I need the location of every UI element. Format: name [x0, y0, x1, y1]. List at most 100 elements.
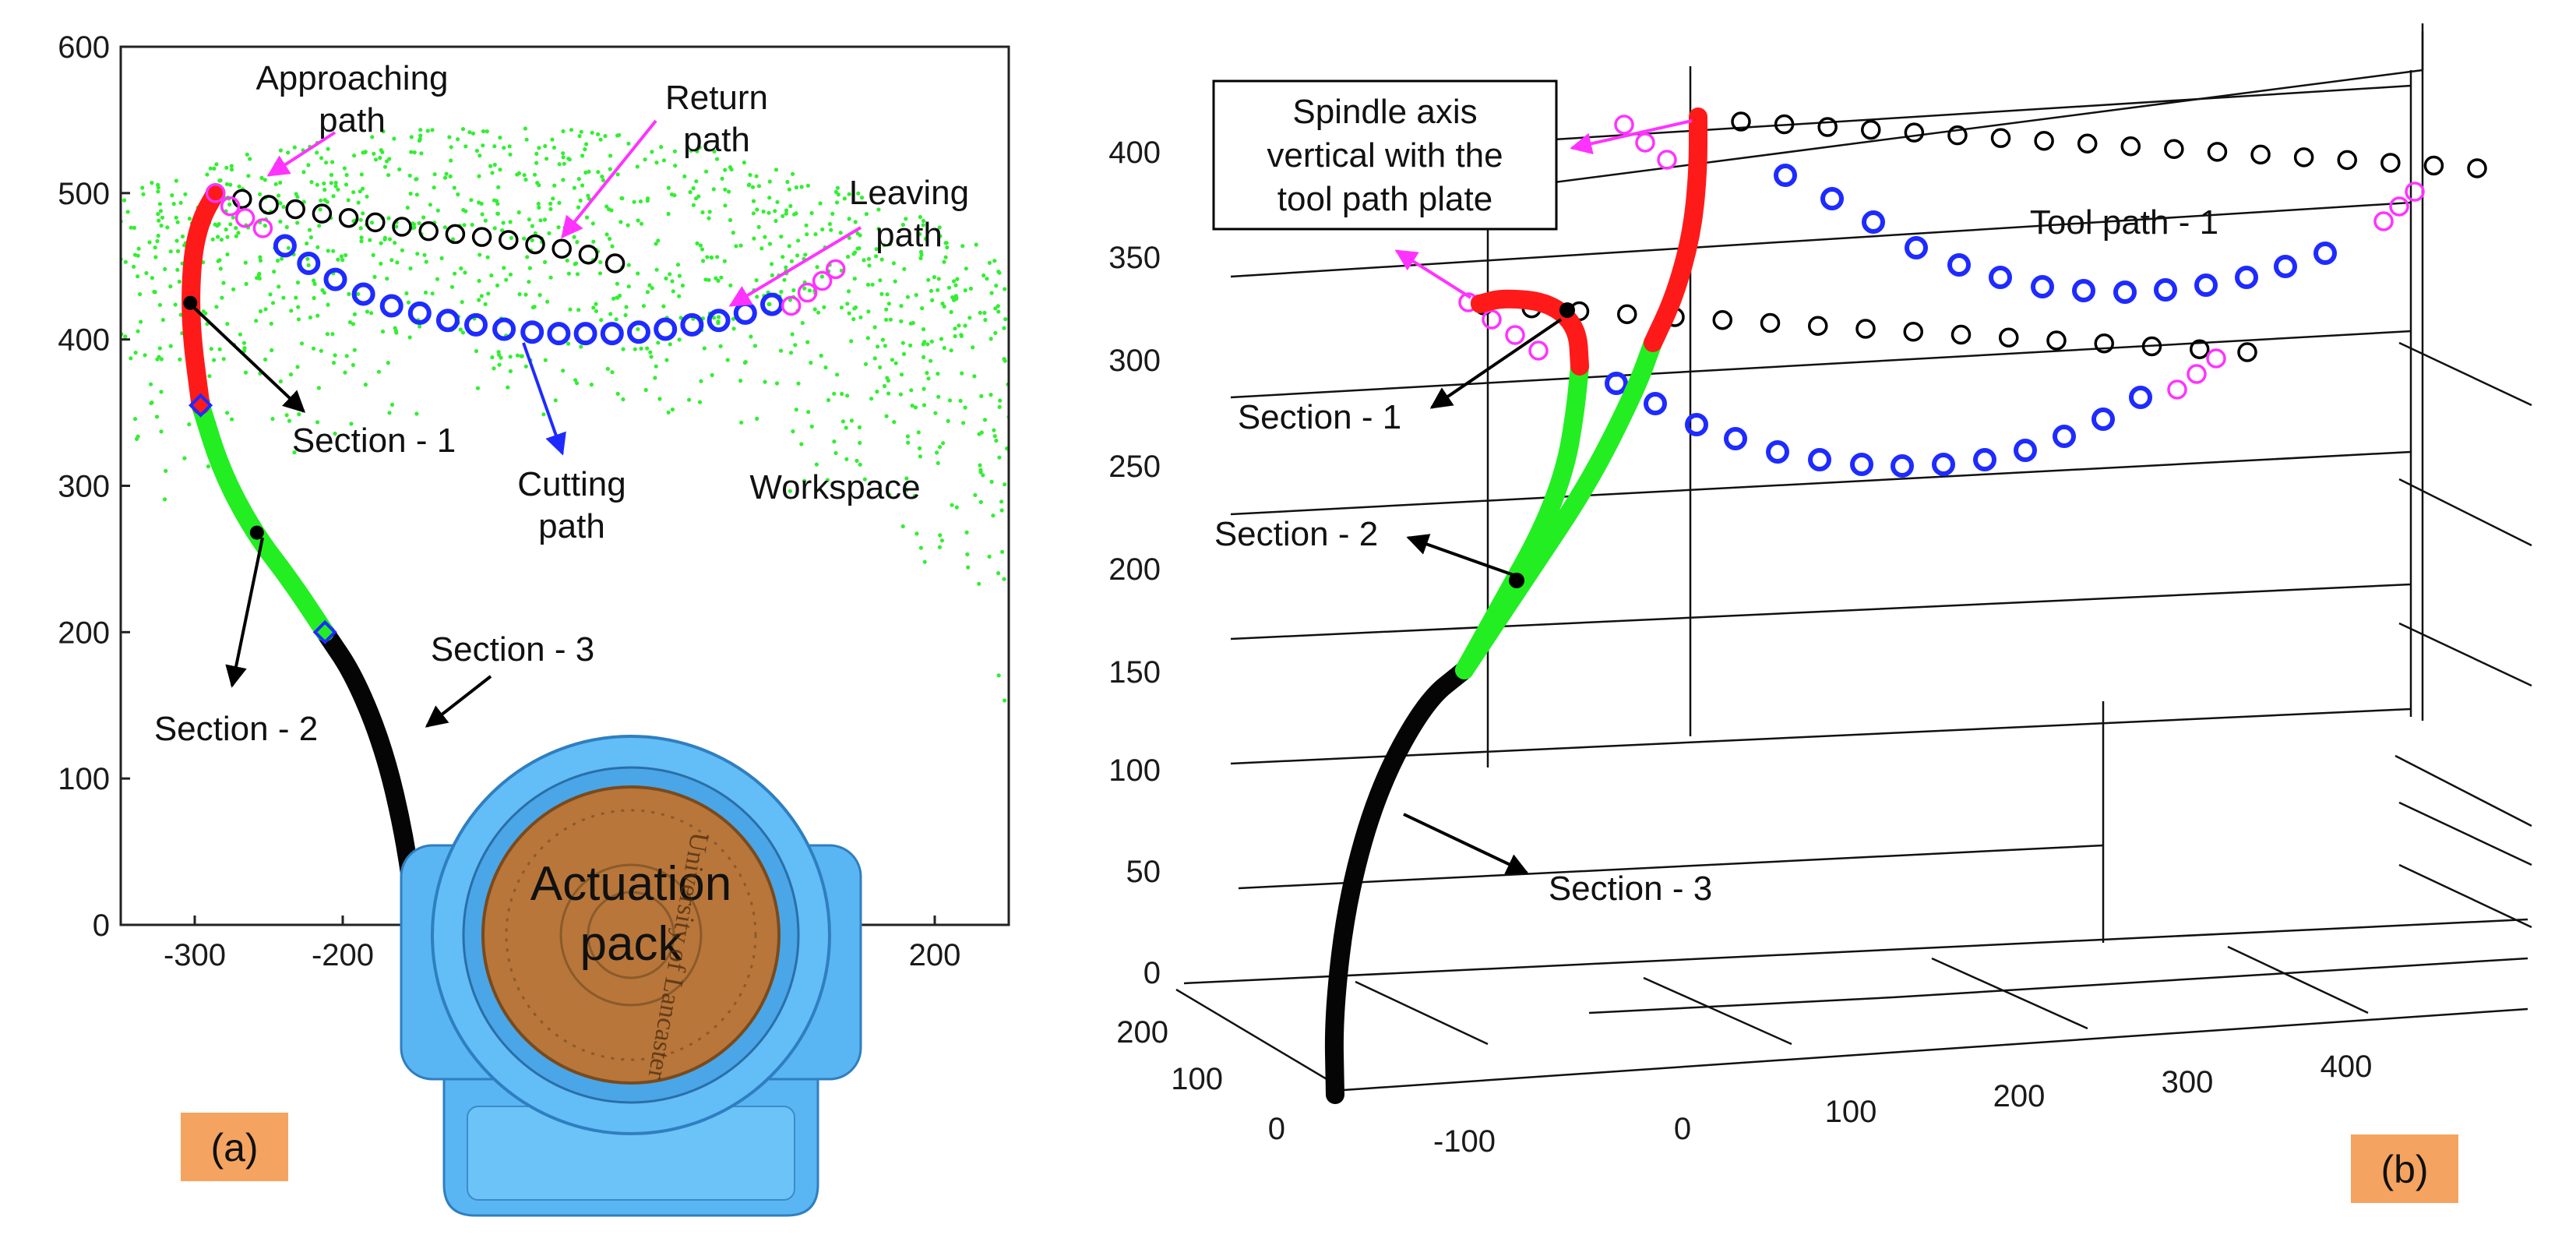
workspace-point: [689, 148, 693, 153]
workspace-point: [862, 477, 867, 482]
workspace-point: [964, 530, 969, 535]
workspace-point: [802, 286, 807, 291]
cutting-point: [573, 322, 597, 346]
workspace-point: [1334, 725, 1338, 729]
workspace-point: [508, 369, 513, 373]
workspace-point: [880, 337, 885, 342]
workspace-point: [1098, 528, 1102, 532]
return_path-point: [365, 212, 386, 233]
workspace-point: [707, 216, 711, 221]
section-2-arrow: [1406, 534, 1514, 577]
workspace-point: [168, 249, 173, 254]
workspace-point: [791, 429, 795, 434]
workspace-point: [1120, 379, 1124, 383]
workspace-point: [1059, 766, 1062, 770]
workspace-point: [1172, 444, 1175, 448]
workspace-point: [698, 243, 703, 248]
workspace-point: [1326, 648, 1330, 652]
workspace-point: [97, 376, 100, 379]
workspace-point: [1057, 387, 1061, 391]
workspace-point: [1080, 751, 1084, 755]
workspace-point: [90, 283, 94, 287]
workspace-point: [0, 260, 2, 264]
workspace-point: [0, 347, 3, 351]
workspace-point: [1305, 735, 1309, 739]
workspace-point: [79, 446, 83, 450]
workspace-point: [614, 317, 618, 322]
workspace-point: [624, 305, 629, 309]
workspace-point: [1295, 647, 1299, 651]
workspace-point: [1083, 324, 1087, 328]
workspace-point: [129, 356, 133, 361]
workspace-point: [545, 299, 550, 304]
workspace-point: [157, 218, 161, 223]
workspace-point: [939, 538, 944, 543]
workspace-point: [912, 494, 917, 499]
workspace-point: [799, 185, 804, 189]
workspace-point: [965, 552, 970, 557]
tool-path-2-cutting-point: [1724, 427, 1747, 450]
workspace-point: [349, 422, 354, 426]
workspace-point: [682, 174, 687, 178]
tool-path-2-leaving-point: [2167, 379, 2187, 400]
workspace-point: [1068, 368, 1072, 372]
workspace-point: [953, 294, 958, 298]
workspace-point: [1124, 387, 1128, 391]
workspace-point: [1018, 570, 1022, 574]
workspace-point: [114, 212, 118, 216]
workspace-point: [840, 391, 844, 397]
workspace-point: [989, 479, 994, 485]
workspace-point: [322, 187, 327, 192]
workspace-point: [1074, 771, 1078, 774]
workspace-point: [936, 372, 940, 376]
workspace-point: [1204, 662, 1208, 665]
workspace-point: [653, 376, 657, 380]
workspace-point: [459, 266, 463, 271]
workspace-point: [325, 332, 329, 337]
workspace-point: [86, 457, 90, 461]
workspace-point: [48, 378, 51, 382]
workspace-point: [393, 241, 397, 245]
workspace-point: [583, 147, 587, 152]
workspace-point: [447, 135, 452, 139]
workspace-point: [498, 168, 502, 172]
workspace-point: [153, 255, 158, 259]
workspace-point: [523, 126, 528, 131]
workspace-point: [946, 418, 950, 424]
workspace-point: [114, 348, 118, 351]
workspace-point: [1247, 563, 1251, 566]
tool-path-2-cutting-point: [1808, 448, 1831, 471]
workspace-point: [1343, 686, 1347, 690]
workspace-point: [657, 397, 662, 401]
return_path-point: [392, 217, 412, 237]
workspace-point: [1182, 695, 1186, 699]
workspace-point: [1017, 486, 1021, 490]
workspace-point: [1144, 439, 1148, 443]
workspace-point: [217, 347, 222, 351]
workspace-point: [650, 150, 654, 154]
workspace-point: [1289, 577, 1293, 581]
workspace-point: [781, 255, 785, 259]
workspace-point: [851, 317, 856, 322]
workspace-point: [312, 278, 316, 283]
spindle-arrow-2: [1394, 249, 1472, 299]
workspace-point: [1180, 739, 1184, 743]
workspace-point: [136, 329, 140, 333]
actuator-label-line1: Actuation: [530, 857, 732, 911]
workspace-point: [1093, 521, 1097, 525]
tool-path-2-return-point: [1999, 327, 2019, 348]
workspace-point: [1074, 722, 1078, 726]
workspace-point: [550, 137, 555, 142]
workspace-point: [178, 200, 183, 205]
workspace-point: [81, 279, 85, 283]
workspace-point: [904, 488, 909, 492]
workspace-point: [1089, 498, 1093, 502]
workspace-point: [1297, 664, 1301, 668]
return_path-point: [525, 234, 545, 255]
workspace-point: [1288, 680, 1292, 684]
workspace-point: [1028, 282, 1032, 286]
workspace-point: [307, 228, 312, 232]
leaving-point: [812, 270, 833, 291]
workspace-point: [48, 303, 51, 307]
workspace-point: [407, 335, 412, 340]
